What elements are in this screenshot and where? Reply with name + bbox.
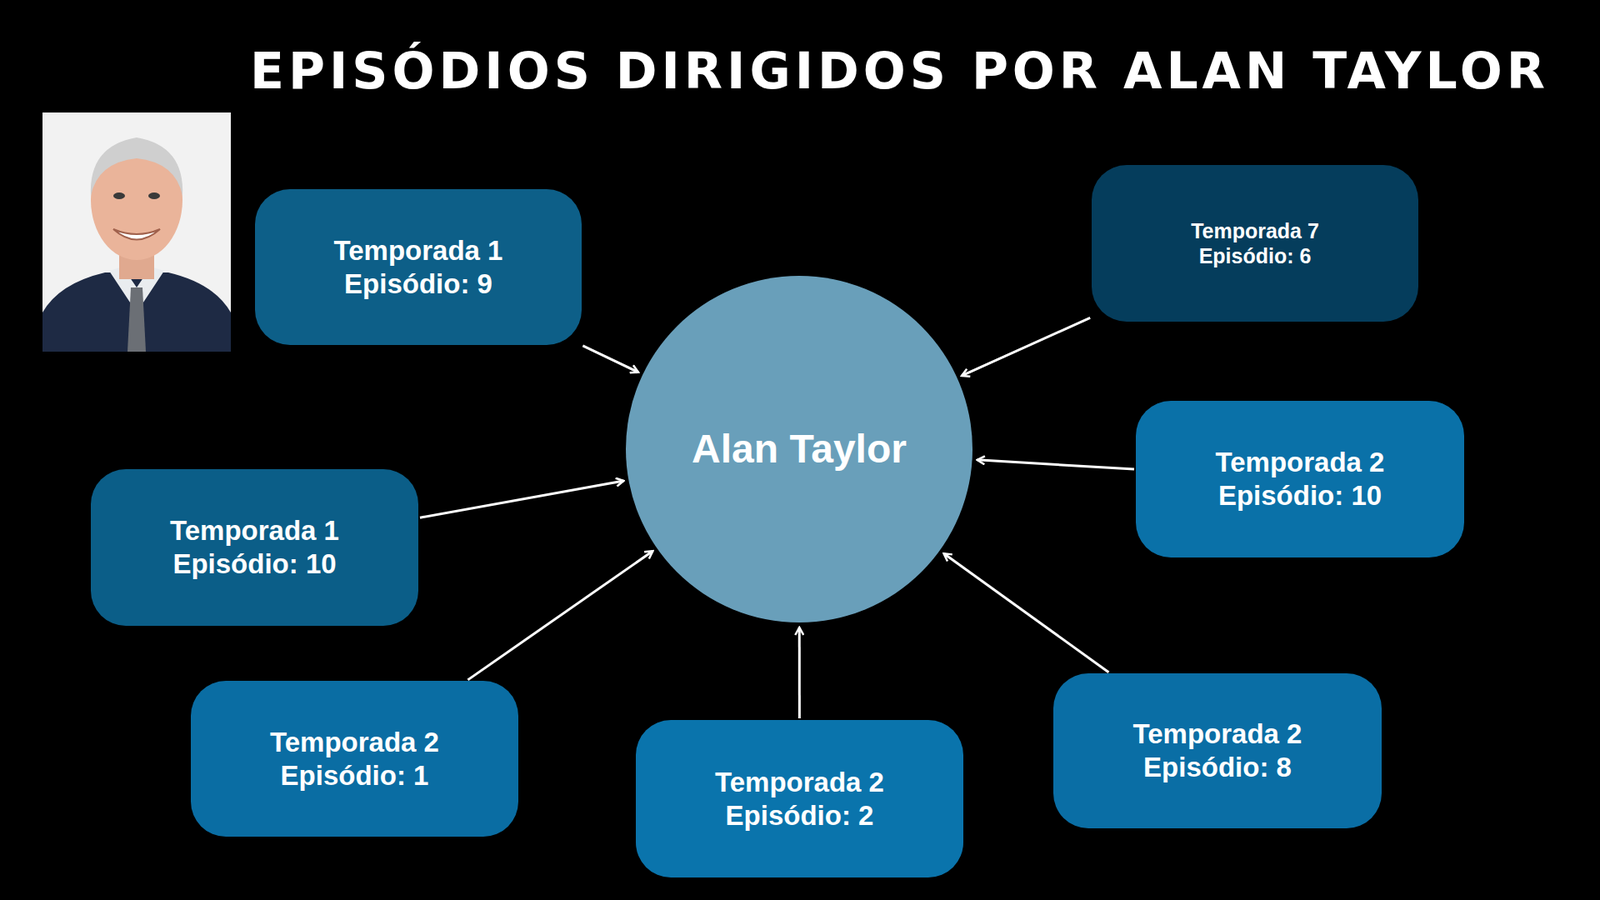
episode-box: Temporada 1Episódio: 9 <box>255 189 582 345</box>
episode-box: Temporada 7Episódio: 6 <box>1091 165 1419 322</box>
center-label: Alan Taylor <box>691 425 907 474</box>
shape-fill <box>635 720 964 878</box>
director-photo <box>42 112 231 352</box>
box-shape <box>635 720 964 878</box>
shape-fill <box>1135 400 1465 558</box>
sweater <box>42 272 231 352</box>
center-circle: Alan Taylor <box>625 275 973 623</box>
season-label: Temporada 2 <box>1215 445 1385 480</box>
shape-fill <box>1091 165 1419 322</box>
box-shape <box>255 189 582 345</box>
episode-label: Episódio: 10 <box>172 547 336 581</box>
shape-fill <box>190 680 519 837</box>
eye <box>148 192 160 200</box>
season-label: Temporada 7 <box>1190 218 1320 244</box>
episode-box: Temporada 2Episódio: 8 <box>1053 673 1382 829</box>
season-label: Temporada 2 <box>270 725 440 760</box>
episode-box: Temporada 2Episódio: 10 <box>1135 400 1465 558</box>
episode-box: Temporada 1Episódio: 10 <box>90 469 419 626</box>
arrow-connector <box>467 550 653 680</box>
diagram-title: EPISÓDIOS DIRIGIDOS POR ALAN TAYLOR <box>250 41 1550 100</box>
season-label: Temporada 1 <box>170 514 340 548</box>
box-shape <box>1091 165 1419 322</box>
episode-label: Episódio: 10 <box>1218 479 1382 513</box>
episode-label: Episódio: 9 <box>344 267 493 301</box>
arrow-connector <box>798 627 801 719</box>
smile <box>113 229 160 240</box>
episode-label: Episódio: 1 <box>280 759 430 793</box>
box-shape <box>1053 673 1382 829</box>
arrow-connector <box>582 345 639 373</box>
season-label: Temporada 1 <box>334 234 504 268</box>
arrow-connector <box>944 553 1110 673</box>
episode-label: Episódio: 8 <box>1143 750 1292 785</box>
season-label: Temporada 2 <box>715 765 885 800</box>
episode-label: Episódio: 2 <box>725 799 875 833</box>
arrow-connector <box>961 317 1090 376</box>
shape-fill <box>1053 673 1382 829</box>
box-shape <box>1135 400 1465 558</box>
photo-background <box>42 112 231 352</box>
shape-fill <box>625 275 973 623</box>
season-label: Temporada 2 <box>1133 717 1303 751</box>
episode-box: Temporada 2Episódio: 2 <box>635 720 964 878</box>
episode-box: Temporada 2Episódio: 1 <box>190 680 519 837</box>
shape-fill <box>255 189 582 345</box>
arrow-connector <box>977 460 1135 470</box>
shape-fill <box>90 469 419 626</box>
box-shape <box>190 680 519 837</box>
hair <box>90 137 183 196</box>
box-shape <box>90 469 419 626</box>
arrow-connector <box>420 480 624 518</box>
tie <box>127 287 146 352</box>
eye <box>113 192 125 200</box>
episode-label: Episódio: 6 <box>1199 243 1312 269</box>
